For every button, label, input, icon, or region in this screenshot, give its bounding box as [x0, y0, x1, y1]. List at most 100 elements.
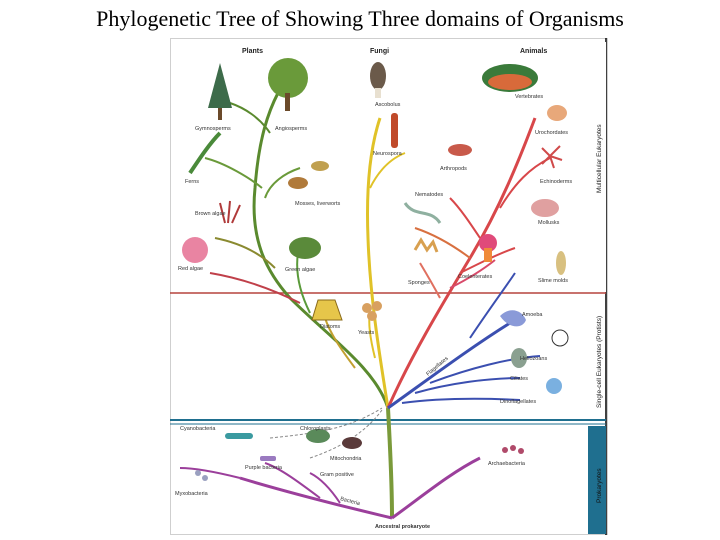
label-coelenterates: Coelenterates	[458, 274, 492, 280]
slime-mold-branch	[469, 272, 516, 339]
label-archaebacteria: Archaebacteria	[488, 461, 526, 467]
green-algae-branch	[296, 252, 311, 314]
animal-main-branch	[386, 117, 537, 409]
label-gymnosperms: Gymnosperms	[195, 126, 231, 132]
archaebacteria-branch	[391, 456, 481, 520]
group-label-plants: Plants	[242, 48, 263, 55]
label-myxobacteria: Myxobacteria	[175, 491, 209, 497]
label-purple-bacteria: Purple bacteria	[245, 465, 283, 471]
echinoderm-illustration	[541, 145, 563, 169]
label-yeasts: Yeasts	[358, 330, 375, 336]
red-algae-branch	[209, 272, 301, 304]
diatom-illustration	[311, 299, 343, 321]
label-brown-algae: Brown algae	[195, 211, 226, 217]
plant-main-branch	[252, 92, 390, 409]
label-echinoderms: Echinoderms	[540, 179, 572, 185]
angiosperm-tree-illustration	[268, 58, 308, 111]
label-nematodes: Nematodes	[415, 192, 443, 198]
fern-illustration	[188, 131, 222, 175]
mitochondria-illustration	[342, 437, 362, 449]
archaebacteria-illustration	[502, 445, 524, 454]
diatom-branch	[324, 317, 356, 369]
band-label-single-celled: Single-cell Eukaryotes (Protists)	[596, 316, 603, 408]
label-mosses: Mosses, liverworts	[295, 201, 340, 207]
neurospora-illustration	[391, 113, 398, 148]
gymnosperm-branch	[229, 102, 271, 134]
label-urochordates: Urochordates	[535, 130, 568, 136]
chloroplast-illustration	[306, 429, 330, 443]
label-sponges: Sponges	[408, 280, 430, 286]
neurospora-branch	[369, 152, 406, 189]
fungi-main-branch	[366, 117, 390, 409]
trunk-branch	[386, 407, 394, 519]
label-ferns: Ferns	[185, 179, 199, 185]
brown-algae-illustration	[219, 200, 241, 224]
moss-branch	[264, 167, 301, 199]
label-mitochondria: Mitochondria	[330, 456, 362, 462]
coelenterate-branch	[449, 259, 496, 289]
dinoflagellate-branch	[401, 397, 521, 404]
label-angiosperms: Angiosperms	[275, 126, 307, 132]
mollusk-illustration	[531, 199, 559, 217]
label-ascobolus: Ascobolus	[375, 102, 401, 108]
label-red-algae: Red algae	[178, 266, 203, 272]
group-label-fungi: Fungi	[370, 48, 389, 55]
label-neurospora: Neurospora	[373, 151, 403, 157]
yeast-illustration	[362, 301, 382, 321]
label-diatoms: Diatoms	[320, 324, 340, 330]
frog-illustration	[482, 64, 538, 92]
label-dinoflagellates: Dinoflagellates	[500, 399, 536, 405]
label-heliozoans: Heliozoans	[520, 356, 547, 362]
label-amoeba: Amoeba	[522, 312, 543, 318]
nematode-illustration	[403, 202, 442, 224]
gram-positive-branch	[309, 472, 341, 504]
amoeba-illustration	[500, 310, 526, 327]
label-cyanobacteria: Cyanobacteria	[180, 426, 216, 432]
arthropod-branch	[449, 197, 481, 239]
ciliate-branch	[414, 377, 521, 394]
label-chloroplasts: Chloroplasts	[300, 426, 331, 432]
brown-algae-branch	[214, 237, 276, 269]
phylogenetic-tree-figure: Multicellular Eukaryotes Single-cell Euk…	[170, 38, 610, 535]
label-gram-positive: Gram positive	[320, 472, 354, 478]
sea-anemone-illustration	[479, 234, 497, 262]
heliozoan-branch	[429, 355, 541, 384]
protist-main-branch	[387, 321, 511, 410]
label-mollusks: Mollusks	[538, 220, 560, 226]
sponge-illustration	[413, 237, 439, 253]
band-label-prokaryotes: Prokaryotes	[596, 468, 603, 503]
cyanobacteria-illustration	[225, 433, 253, 439]
label-vertebrates: Vertebrates	[515, 94, 543, 100]
band-tab-prokaryotes	[588, 426, 606, 534]
moss-illustration	[288, 161, 329, 189]
green-algae-illustration	[289, 237, 321, 259]
dinoflagellate-illustration	[546, 378, 562, 394]
urochordate-illustration	[547, 105, 567, 121]
label-arthropods: Arthropods	[440, 166, 467, 172]
label-ancestral-prokaryote: Ancestral prokaryote	[375, 524, 430, 530]
label-ciliates: Ciliates	[510, 376, 528, 382]
morel-fungus-illustration	[370, 62, 386, 98]
heliozoan-illustration	[551, 329, 569, 347]
group-label-animals: Animals	[520, 48, 547, 55]
fern-branch	[204, 157, 263, 189]
band-label-multicellular: Multicellular Eukaryotes	[596, 124, 603, 193]
purple-bacteria-branch	[264, 462, 321, 499]
myxobacteria-illustration	[195, 470, 208, 481]
purple-bacteria-illustration	[260, 456, 276, 461]
cyanobacteria-branch	[179, 467, 241, 479]
sponge-branch	[419, 262, 441, 299]
label-bacteria: Bacteria	[339, 496, 361, 507]
red-algae-illustration	[182, 237, 208, 263]
label-slime-molds: Slime molds	[538, 278, 568, 284]
slide-title: Phylogenetic Tree of Showing Three domai…	[96, 6, 624, 31]
arthropod-illustration	[448, 144, 472, 156]
tree-svg: Multicellular Eukaryotes Single-cell Euk…	[170, 38, 608, 535]
label-green-algae: Green algae	[285, 267, 315, 273]
slime-mold-illustration	[556, 251, 566, 275]
gymnosperm-tree-illustration	[208, 63, 232, 120]
ciliate-illustration	[511, 348, 527, 368]
chloroplast-arrow	[269, 407, 383, 439]
nematode-branch	[414, 227, 471, 259]
bacteria-main-branch	[239, 476, 393, 520]
